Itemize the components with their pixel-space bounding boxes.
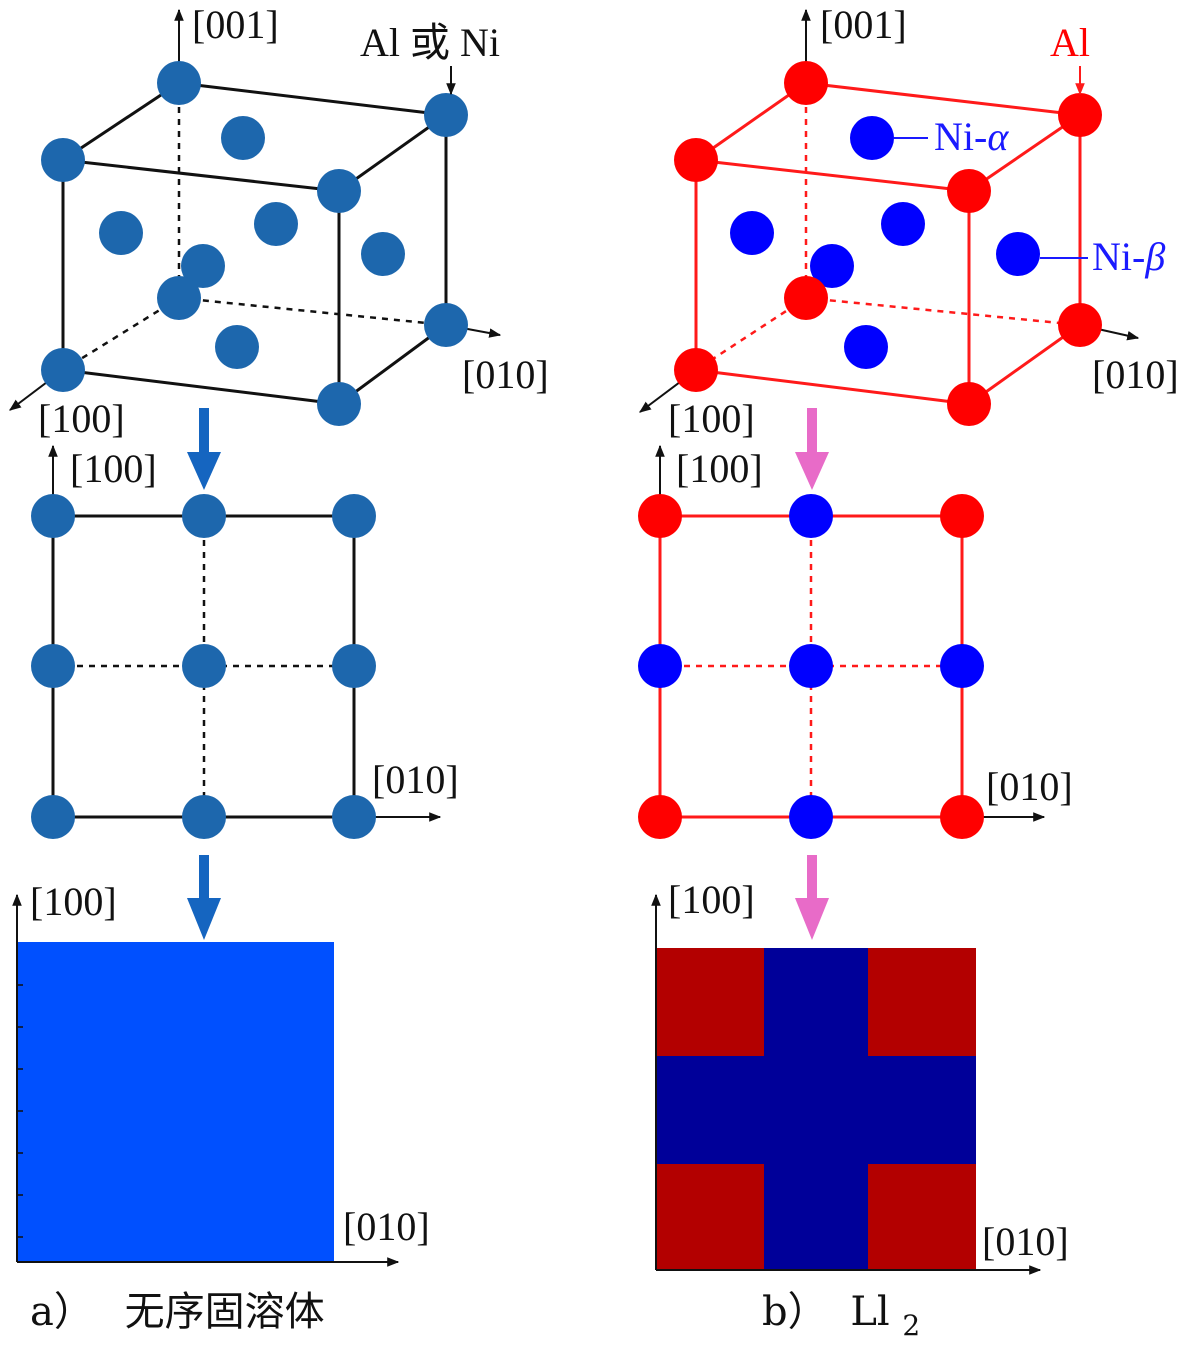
caption-a-letter: a） xyxy=(30,1289,94,1335)
caption-a-text: 无序固溶体 xyxy=(125,1289,325,1335)
lattice-b-ni-atoms xyxy=(638,494,984,839)
caption-b-sub: 2 xyxy=(902,1309,920,1342)
map-b: [100] [010] xyxy=(651,877,1069,1275)
cube-b-visible-edges xyxy=(694,81,1082,406)
caption-a: a） 无序固溶体 xyxy=(30,1289,325,1335)
map-al-bottom-left xyxy=(656,1164,764,1270)
map-axis-010-label: [010] xyxy=(343,1204,430,1249)
cube-hidden-edges xyxy=(62,83,447,372)
lattice-atoms xyxy=(31,494,376,839)
axis-100-label-b: [100] xyxy=(668,396,755,441)
cube-b: [001] [010] [100] Al Ni-α Ni-β xyxy=(639,2,1179,441)
cube-b-ni-atoms xyxy=(730,116,1040,369)
down-arrow-b2 xyxy=(795,855,829,940)
cube-a: [001] [010] [100] Al 或 Ni xyxy=(9,2,549,441)
ni-beta-label: Ni-β xyxy=(1092,234,1165,279)
axis-001-label-b: [001] xyxy=(820,2,907,47)
down-arrow-a1 xyxy=(187,408,221,490)
map-disordered-fill xyxy=(17,942,334,1262)
map-b-axis-010-label: [010] xyxy=(982,1219,1069,1264)
axis-100-label: [100] xyxy=(38,396,125,441)
ni-alpha-label: Ni-α xyxy=(934,114,1009,159)
lattice-axis-010-label: [010] xyxy=(372,757,459,802)
panel-a: [001] [010] [100] Al 或 Ni [10 xyxy=(9,2,549,1335)
map-a: [100] [010] xyxy=(12,879,430,1267)
axis-001-label: [001] xyxy=(192,2,279,47)
map-al-top-right xyxy=(868,948,976,1056)
map-b-axis-100-label: [100] xyxy=(668,877,755,922)
map-axis-100-label: [100] xyxy=(30,879,117,924)
caption-b-letter: b） xyxy=(762,1289,828,1335)
al-label: Al xyxy=(1050,20,1090,65)
cube-b-al-atoms xyxy=(674,61,1102,426)
lattice-b: [100] [010] xyxy=(638,444,1073,839)
map-al-top-left xyxy=(656,948,764,1056)
caption-b-main: Ll xyxy=(850,1289,889,1335)
caption-b: b） Ll 2 xyxy=(762,1289,920,1342)
site-label: Al 或 Ni xyxy=(360,20,500,65)
axis-010-label-b: [010] xyxy=(1092,352,1179,397)
map-al-bottom-right xyxy=(868,1164,976,1270)
lattice-b-axis-100-label: [100] xyxy=(676,446,763,491)
lattice-b-al-atoms xyxy=(638,494,984,839)
panel-b: [001] [010] [100] Al Ni-α Ni-β xyxy=(638,2,1179,1342)
lattice-a: [100] [010] xyxy=(31,444,459,839)
axis-010-label: [010] xyxy=(462,352,549,397)
lattice-axis-100-label: [100] xyxy=(70,446,157,491)
down-arrow-a2 xyxy=(187,855,221,940)
down-arrow-b1 xyxy=(795,408,829,490)
lattice-b-axis-010-label: [010] xyxy=(986,764,1073,809)
cube-atoms xyxy=(41,61,468,426)
map-ticks xyxy=(17,984,23,1238)
